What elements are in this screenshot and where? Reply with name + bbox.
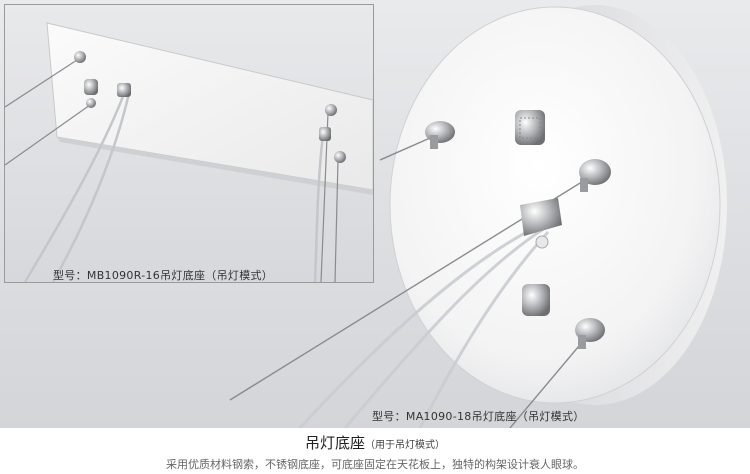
inset-model-label: 型号：MB1090R-16吊灯底座（吊灯模式） (53, 269, 274, 282)
cable-gripper (325, 104, 337, 116)
cable-gripper (86, 98, 96, 108)
cable-gripper (425, 121, 455, 149)
rectangular-canopy-illustration (5, 22, 373, 282)
main-model-label: 型号：MA1090-18吊灯底座（吊灯模式） (372, 410, 585, 423)
cable-gripper (334, 151, 346, 163)
cable-gripper (74, 51, 86, 63)
round-canopy-illustration (229, 5, 727, 428)
power-cords (23, 90, 325, 282)
product-photo: 型号：MB1090R-16吊灯底座（吊灯模式） 型号：MA1090-18吊灯底座… (0, 0, 750, 428)
caption-title: 吊灯底座 (304, 434, 365, 452)
cord-gland (117, 83, 131, 97)
canopy-plate (46, 22, 373, 191)
cable-gripper (579, 159, 611, 192)
power-cords (298, 223, 550, 428)
cord-gland (84, 79, 98, 95)
canopy-plate-edge (57, 137, 373, 195)
cord-gland (522, 284, 550, 316)
cord-gland (319, 127, 331, 141)
steel-cables (5, 59, 339, 282)
cord-gland (515, 110, 545, 145)
caption-subtitle: （用于吊灯模式） (365, 440, 445, 451)
rectangular-canopy-inset: 型号：MB1090R-16吊灯底座（吊灯模式） (4, 4, 374, 283)
caption: 吊灯底座（用于吊灯模式） (0, 432, 750, 453)
caption-description: 采用优质材料钢索，不锈钢底座，可底座固定在天花板上，独特的构架设计衰人眼球。 (166, 458, 584, 471)
cable-gripper (575, 318, 605, 349)
center-fitting (520, 198, 562, 249)
